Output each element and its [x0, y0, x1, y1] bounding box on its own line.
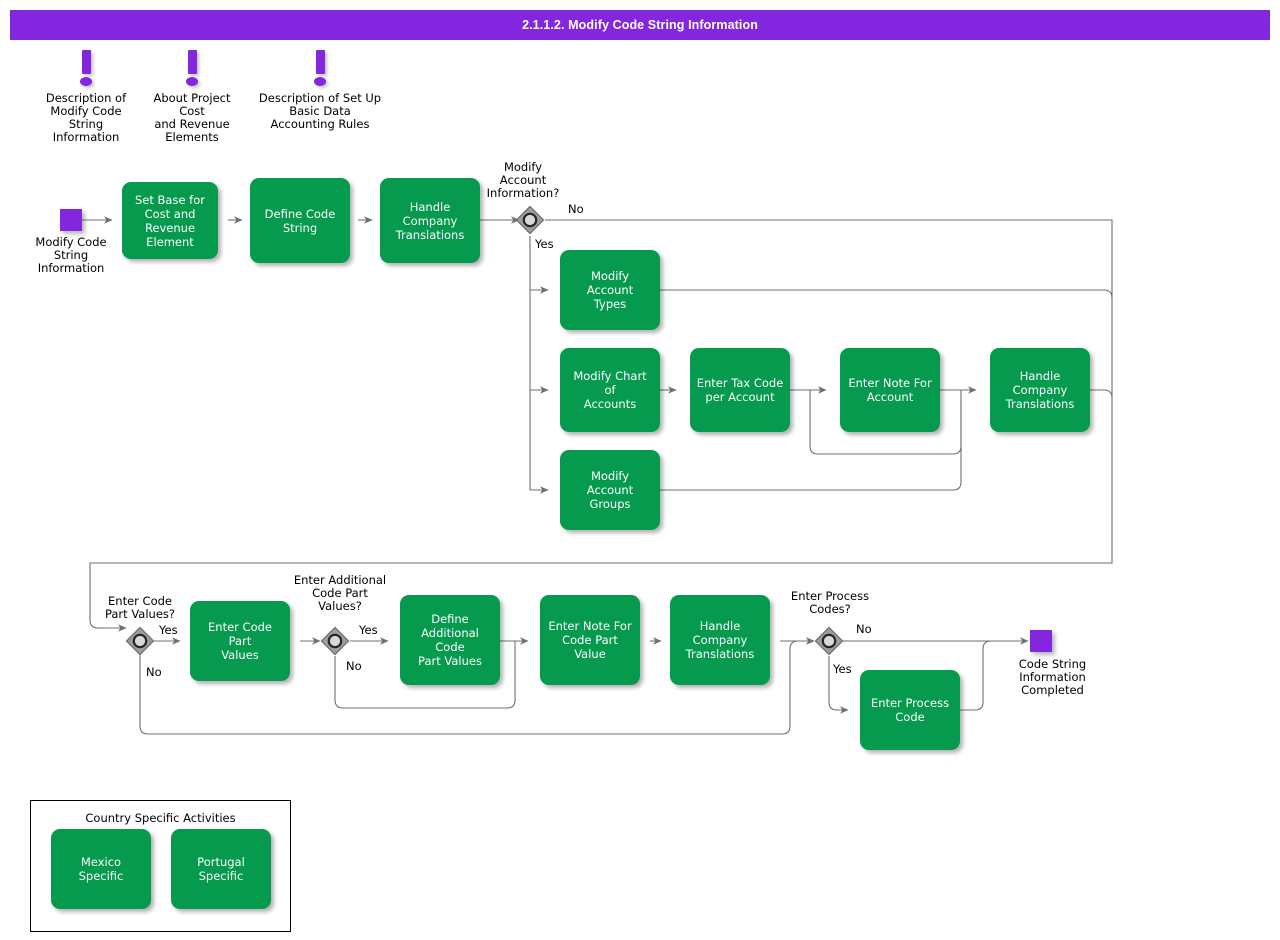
exclamation-dot: [314, 77, 326, 86]
gateway-yes-label-enter-additional-code-part-values: Yes: [359, 623, 378, 637]
task-modify-chart-of-accounts[interactable]: Modify Chart of Accounts: [560, 348, 660, 432]
task-enter-process-code[interactable]: Enter Process Code: [860, 670, 960, 750]
gateway-label-modify-account-information: Modify Account Information?: [486, 160, 560, 200]
task-enter-note-for-code-part-value[interactable]: Enter Note For Code Part Value: [540, 595, 640, 685]
exclamation-dot: [186, 77, 198, 86]
gateway-enter-code-part-values[interactable]: [125, 626, 155, 656]
end-event-label: Code String Information Completed: [1018, 657, 1087, 697]
exclamation-bar: [188, 50, 197, 74]
gateway-label-enter-process-codes: Enter Process Codes?: [790, 589, 870, 616]
gateway-no-label-modify-account-information: No: [568, 202, 584, 216]
exclamation-icon: [313, 50, 327, 90]
gateway-yes-label-enter-code-part-values: Yes: [159, 623, 178, 637]
gateway-no-label-enter-additional-code-part-values: No: [346, 659, 362, 673]
task-define-additional-code-part-values[interactable]: Define Additional Code Part Values: [400, 595, 500, 685]
gateway-label-enter-additional-code-part-values: Enter Additional Code Part Values?: [293, 573, 387, 613]
end-event[interactable]: [1030, 630, 1052, 652]
gateway-yes-label-modify-account-information: Yes: [535, 237, 554, 251]
doc-link-label: About Project Cost and Revenue Elements: [153, 91, 231, 144]
gateway-enter-additional-code-part-values[interactable]: [320, 626, 350, 656]
exclamation-bar: [82, 50, 91, 74]
task-handle-company-translations-1[interactable]: Handle Company Translations: [380, 178, 480, 263]
exclamation-icon: [79, 50, 93, 90]
gateway-yes-label-enter-process-codes: Yes: [833, 662, 852, 676]
gateway-label-enter-code-part-values: Enter Code Part Values?: [104, 594, 176, 621]
task-set-base-for-cost-and-revenue-element[interactable]: Set Base for Cost and Revenue Element: [122, 182, 218, 259]
task-portugal-specific[interactable]: Portugal Specific: [171, 829, 271, 909]
task-enter-note-for-account[interactable]: Enter Note For Account: [840, 348, 940, 432]
start-event-label: Modify Code String Information: [35, 235, 107, 275]
task-enter-tax-code-per-account[interactable]: Enter Tax Code per Account: [690, 348, 790, 432]
task-handle-company-translations-3[interactable]: Handle Company Translations: [670, 595, 770, 685]
exclamation-dot: [80, 77, 92, 86]
country-specific-activities-group: Country Specific Activities Mexico Speci…: [30, 800, 291, 932]
page-title: 2.1.1.2. Modify Code String Information: [522, 18, 758, 32]
exclamation-bar: [316, 50, 325, 74]
doc-link-basic-data[interactable]: Description of Set Up Basic Data Account…: [255, 50, 385, 131]
doc-link-label: Description of Set Up Basic Data Account…: [258, 91, 382, 131]
page-title-bar: 2.1.1.2. Modify Code String Information: [10, 10, 1270, 40]
gateway-enter-process-codes[interactable]: [814, 626, 844, 656]
doc-link-project-cost[interactable]: About Project Cost and Revenue Elements: [139, 50, 245, 144]
exclamation-icon: [185, 50, 199, 90]
start-event[interactable]: [60, 209, 82, 231]
doc-link-modify-code-string[interactable]: Description of Modify Code String Inform…: [36, 50, 136, 144]
gateway-modify-account-information[interactable]: [515, 205, 545, 235]
task-enter-code-part-values[interactable]: Enter Code Part Values: [190, 601, 290, 681]
group-title: Country Specific Activities: [85, 811, 236, 825]
gateway-no-label-enter-code-part-values: No: [146, 665, 162, 679]
task-modify-account-groups[interactable]: Modify Account Groups: [560, 450, 660, 530]
gateway-no-label-enter-process-codes: No: [856, 622, 872, 636]
task-define-code-string[interactable]: Define Code String: [250, 178, 350, 263]
doc-link-label: Description of Modify Code String Inform…: [45, 91, 127, 144]
task-mexico-specific[interactable]: Mexico Specific: [51, 829, 151, 909]
task-handle-company-translations-2[interactable]: Handle Company Translations: [990, 348, 1090, 432]
task-modify-account-types[interactable]: Modify Account Types: [560, 250, 660, 330]
